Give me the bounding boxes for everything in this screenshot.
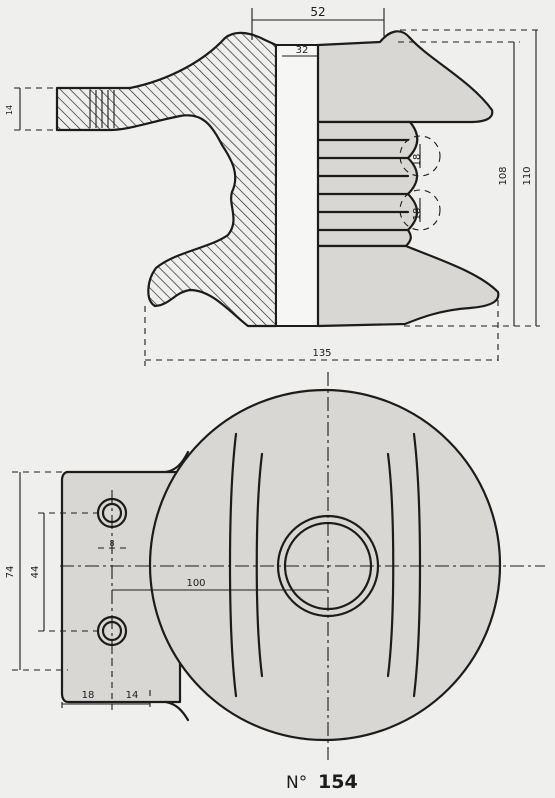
dim-8: 8 xyxy=(98,539,126,549)
disc-arc-ribs xyxy=(228,432,422,698)
groove-dim-2: 18 xyxy=(412,208,423,221)
dim-18-14: 18 14 xyxy=(61,660,151,710)
caption-number: 154 xyxy=(318,771,358,793)
dim-14-side: 14 xyxy=(5,87,57,131)
dim-135-label: 135 xyxy=(312,348,331,359)
dim-44: 44 xyxy=(30,512,98,632)
dim-52-label: 52 xyxy=(310,5,325,19)
dim-135: 135 xyxy=(144,300,499,366)
groove-circles: 18 18 xyxy=(399,135,441,231)
insulator-body-top-shed xyxy=(316,30,494,124)
dim-44-label: 44 xyxy=(30,566,41,579)
dim-52: 52 xyxy=(251,5,385,40)
dim-8-label: 8 xyxy=(109,539,114,548)
caption-prefix: N° xyxy=(286,773,307,793)
dim-32: 32 xyxy=(282,45,318,57)
dim-74: 74 xyxy=(5,471,68,671)
dim-74-label: 74 xyxy=(5,566,16,579)
dim-100: 100 xyxy=(112,578,328,591)
dim-heights: 108 110 xyxy=(398,29,540,327)
dim-108-label: 108 xyxy=(498,166,509,185)
dim-110-label: 110 xyxy=(522,166,533,185)
dim-14-label: 14 xyxy=(126,690,139,701)
side-section-view: 18 18 52 32 14 xyxy=(5,5,540,366)
plate-fillet-bottom xyxy=(164,700,190,722)
dim-18-label: 18 xyxy=(82,690,95,701)
shank-dense-hatch xyxy=(89,90,115,128)
insulator-body-bottom-shed xyxy=(316,244,500,328)
body-ribs xyxy=(316,138,410,232)
dim-32-label: 32 xyxy=(296,45,309,56)
groove-dim-1: 18 xyxy=(412,154,423,167)
plate-fillet-top xyxy=(164,450,190,474)
bore xyxy=(275,44,319,327)
mounting-plate xyxy=(60,470,182,704)
figure-caption: N° 154 xyxy=(286,771,358,793)
dim-14-side-label: 14 xyxy=(5,105,14,115)
hatched-section xyxy=(55,31,278,328)
dim-100-label: 100 xyxy=(186,578,205,589)
insulator-disc xyxy=(148,388,502,742)
plan-view: 74 44 8 100 18 14 xyxy=(5,372,545,760)
